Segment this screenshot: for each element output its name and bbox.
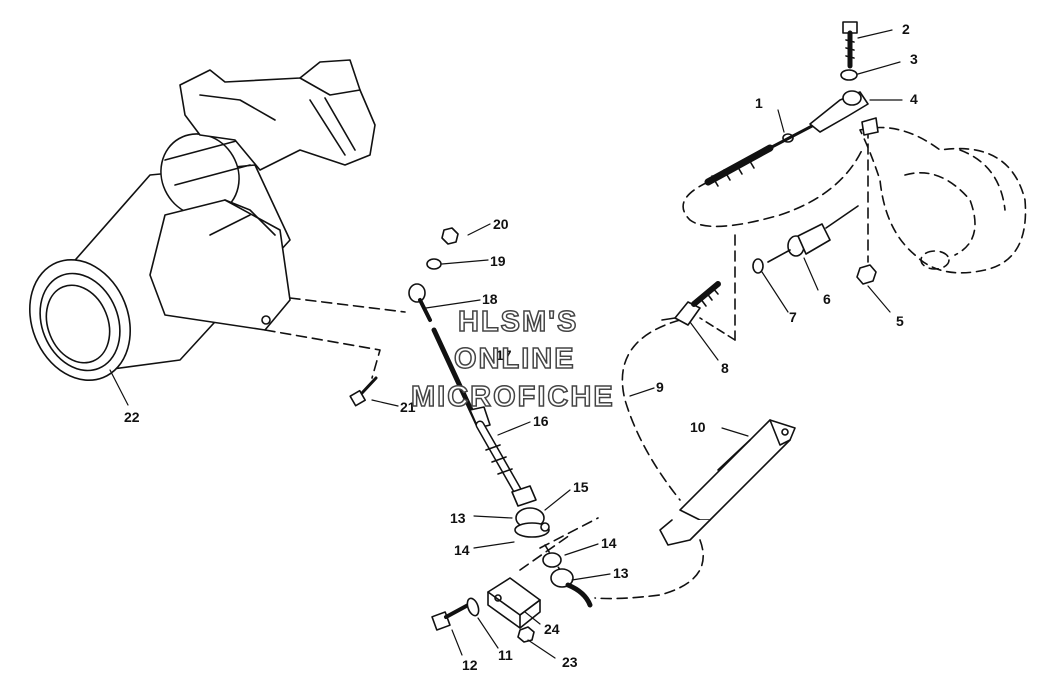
watermark-line-3: MICROFICHE (410, 381, 615, 413)
shift-rod-16-17-part (431, 327, 525, 500)
turnbuckle-1-part (704, 124, 814, 187)
bracket-10-part (659, 419, 796, 546)
callout-4: 4 (910, 91, 918, 107)
callout-15: 15 (573, 479, 589, 495)
washer-14-part (542, 552, 562, 568)
callout-12: 12 (462, 657, 478, 673)
washer-3-part (840, 69, 858, 81)
cable-end-8-part (661, 281, 721, 326)
washer-7-part (752, 258, 764, 274)
callout-9: 9 (656, 379, 664, 395)
watermark-line-2: ONLINE (453, 343, 576, 375)
callout-14-left: 14 (454, 542, 470, 558)
gimbal-housing-part (28, 59, 376, 382)
callout-8: 8 (721, 360, 729, 376)
callout-1: 1 (755, 95, 763, 111)
washer-11-part (466, 597, 480, 617)
callout-20: 20 (493, 216, 509, 232)
callout-22: 22 (124, 409, 140, 425)
callout-6: 6 (823, 291, 831, 307)
callout-11: 11 (498, 647, 513, 663)
washer-19-part (426, 258, 442, 270)
callout-10: 10 (690, 419, 706, 435)
callout-19: 19 (490, 253, 506, 269)
callout-7: 7 (789, 309, 797, 325)
callout-leaders (109, 29, 903, 659)
cable-end-assembly (511, 485, 550, 538)
cable-clip-13-part (550, 568, 593, 608)
watermark-line-1: HLSM'S (457, 306, 579, 338)
callout-23: 23 (562, 654, 578, 670)
rod-end-18-part (408, 283, 432, 322)
shift-lever-housing (859, 126, 1027, 274)
adjuster-6-part (767, 205, 859, 263)
callout-24: 24 (544, 621, 560, 637)
bracket-24-part (487, 577, 541, 629)
bolt-12-part (431, 602, 472, 631)
callout-13-left: 13 (450, 510, 466, 526)
callout-2: 2 (902, 21, 910, 37)
callout-18: 18 (482, 291, 498, 307)
rod-end-4-part (809, 90, 869, 133)
callout-labels: 1 2 3 4 5 6 7 8 9 10 11 12 13 13 14 14 1… (124, 21, 918, 673)
callout-5: 5 (896, 313, 904, 329)
nut-20-part (441, 227, 459, 245)
bolt-21-part (349, 376, 378, 407)
callout-21: 21 (400, 399, 416, 415)
callout-3: 3 (910, 51, 918, 67)
callout-16: 16 (533, 413, 549, 429)
callout-13-right: 13 (613, 565, 629, 581)
callout-14-right: 14 (601, 535, 617, 551)
nut-23-part (517, 626, 535, 643)
bolt-2-part (842, 21, 858, 69)
callout-17: 17 (496, 347, 512, 363)
nut-5-part (856, 264, 877, 285)
